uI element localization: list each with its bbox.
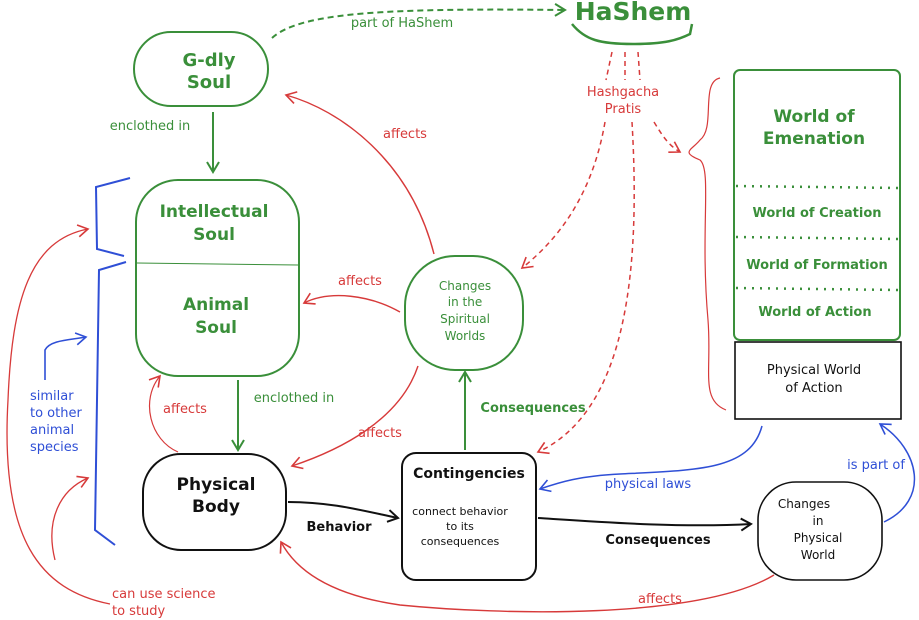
label-affects-body: affects (358, 426, 402, 441)
edge-hashgacha-spiritual (520, 121, 606, 269)
physical-changes-line2: in (813, 514, 824, 528)
spiritual-changes-line2: in the (448, 295, 482, 309)
physical-body-shape (142, 453, 287, 551)
world-emanation-line2: Emenation (763, 129, 865, 149)
souls-divider (136, 262, 299, 266)
label-affects-soul: affects (163, 402, 207, 417)
edge-body-affects-soul (148, 374, 179, 453)
souls-node: Intellectual Soul Animal Soul (135, 179, 300, 377)
label-behavior: Behavior (306, 520, 372, 535)
world-emanation-line1: World of (773, 107, 855, 127)
world-divider-3 (735, 286, 899, 292)
animal-soul-line1: Animal (183, 295, 249, 315)
physical-world-shape (734, 341, 902, 420)
contingencies-sub2: to its (446, 520, 474, 533)
label-science-2: to study (112, 604, 166, 619)
label-affects-bottom: affects (638, 592, 682, 607)
label-physical-laws: physical laws (605, 477, 692, 492)
label-affects-gdly: affects (383, 127, 427, 142)
spiritual-changes-node: Changes in the Spiritual Worlds (404, 255, 524, 371)
gdly-soul-line1: G-dly (182, 50, 235, 71)
edge-behavior (287, 501, 400, 523)
world-formation: World of Formation (746, 258, 888, 273)
edge-affects-souls (302, 292, 401, 313)
intellectual-blue-bracket (94, 177, 131, 257)
spiritual-worlds-shape (733, 69, 901, 341)
contingencies-sub3: consequences (421, 535, 500, 548)
label-similar-2: to other (30, 406, 82, 421)
label-hashgacha-line2: Pratis (605, 102, 642, 117)
spiritual-changes-shape (404, 255, 524, 371)
spiritual-changes-line3: Spiritual (440, 312, 490, 326)
worlds-red-bracket (688, 77, 727, 411)
contingencies-shape (401, 452, 537, 581)
label-similar-3: animal (30, 423, 74, 438)
edge-part-of-hashem (271, 3, 567, 39)
label-consequences-up: Consequences (480, 401, 585, 416)
edge-consequences-right (537, 517, 753, 532)
label-part-of-hashem: part of HaShem (351, 16, 453, 31)
physical-body-line2: Body (192, 497, 240, 517)
intellectual-soul-line2: Soul (193, 225, 235, 245)
contingencies-title: Contingencies (413, 466, 525, 482)
physical-world-node: Physical World of Action (734, 341, 902, 420)
physical-changes-line1: Changes (778, 497, 830, 511)
edge-physical-laws (538, 425, 763, 493)
hashem-underline (571, 23, 694, 46)
label-affects-souls: affects (338, 274, 382, 289)
contingencies-node: Contingencies connect behavior to its co… (401, 452, 537, 581)
label-hashgacha-line1: Hashgacha (587, 85, 659, 100)
edge-hashgacha-stem-3 (637, 51, 641, 81)
gdly-soul-line2: Soul (187, 72, 231, 93)
spiritual-worlds-stack: World of Emenation World of Creation Wor… (733, 69, 901, 341)
gdly-soul-shape (133, 31, 269, 107)
edge-affects-bottom (279, 540, 775, 613)
world-divider-2 (735, 235, 899, 241)
edge-affects-gdly (284, 91, 435, 255)
contingencies-sub1: connect behavior (412, 505, 508, 518)
physical-body-line1: Physical (177, 475, 256, 495)
physical-changes-line4: World (801, 548, 835, 562)
hashem-title: HaShem (575, 0, 692, 26)
souls-shape (135, 179, 300, 377)
spiritual-changes-line4: Worlds (445, 329, 486, 343)
hashem-node: HaShem (571, 0, 694, 46)
edge-is-part-of (878, 423, 916, 523)
physical-changes-line3: Physical (794, 531, 843, 545)
physical-world-line2: of Action (785, 381, 842, 396)
world-divider-1 (735, 184, 899, 190)
gdly-soul-node: G-dly Soul (133, 31, 269, 107)
intellectual-soul-line1: Intellectual (160, 202, 269, 222)
spiritual-changes-line1: Changes (439, 279, 491, 293)
world-creation: World of Creation (752, 206, 881, 221)
edge-hashgacha-contingencies (536, 121, 635, 455)
physical-world-line1: Physical World (767, 363, 861, 378)
animal-body-blue-bracket (93, 261, 127, 546)
edge-science-intellect (6, 224, 111, 605)
physical-body-node: Physical Body (142, 453, 287, 551)
label-similar-4: species (30, 440, 79, 455)
edge-hashgacha-worlds (653, 121, 682, 153)
edge-hashgacha-stem-2 (605, 51, 613, 81)
physical-changes-node: Changes in Physical World (757, 481, 883, 581)
label-enclothed-in-1: enclothed in (110, 119, 191, 134)
label-science-1: can use science (112, 587, 216, 602)
label-is-part-of: is part of (847, 458, 905, 473)
label-enclothed-in-2: enclothed in (254, 391, 335, 406)
edge-similar-species (44, 332, 88, 380)
physical-changes-shape (757, 481, 883, 581)
world-action: World of Action (758, 305, 871, 320)
edge-affects-body (290, 365, 419, 470)
label-consequences-right: Consequences (605, 533, 710, 548)
edge-science-body (51, 475, 90, 561)
animal-soul-line2: Soul (195, 318, 237, 338)
label-similar-1: similar (30, 389, 74, 404)
